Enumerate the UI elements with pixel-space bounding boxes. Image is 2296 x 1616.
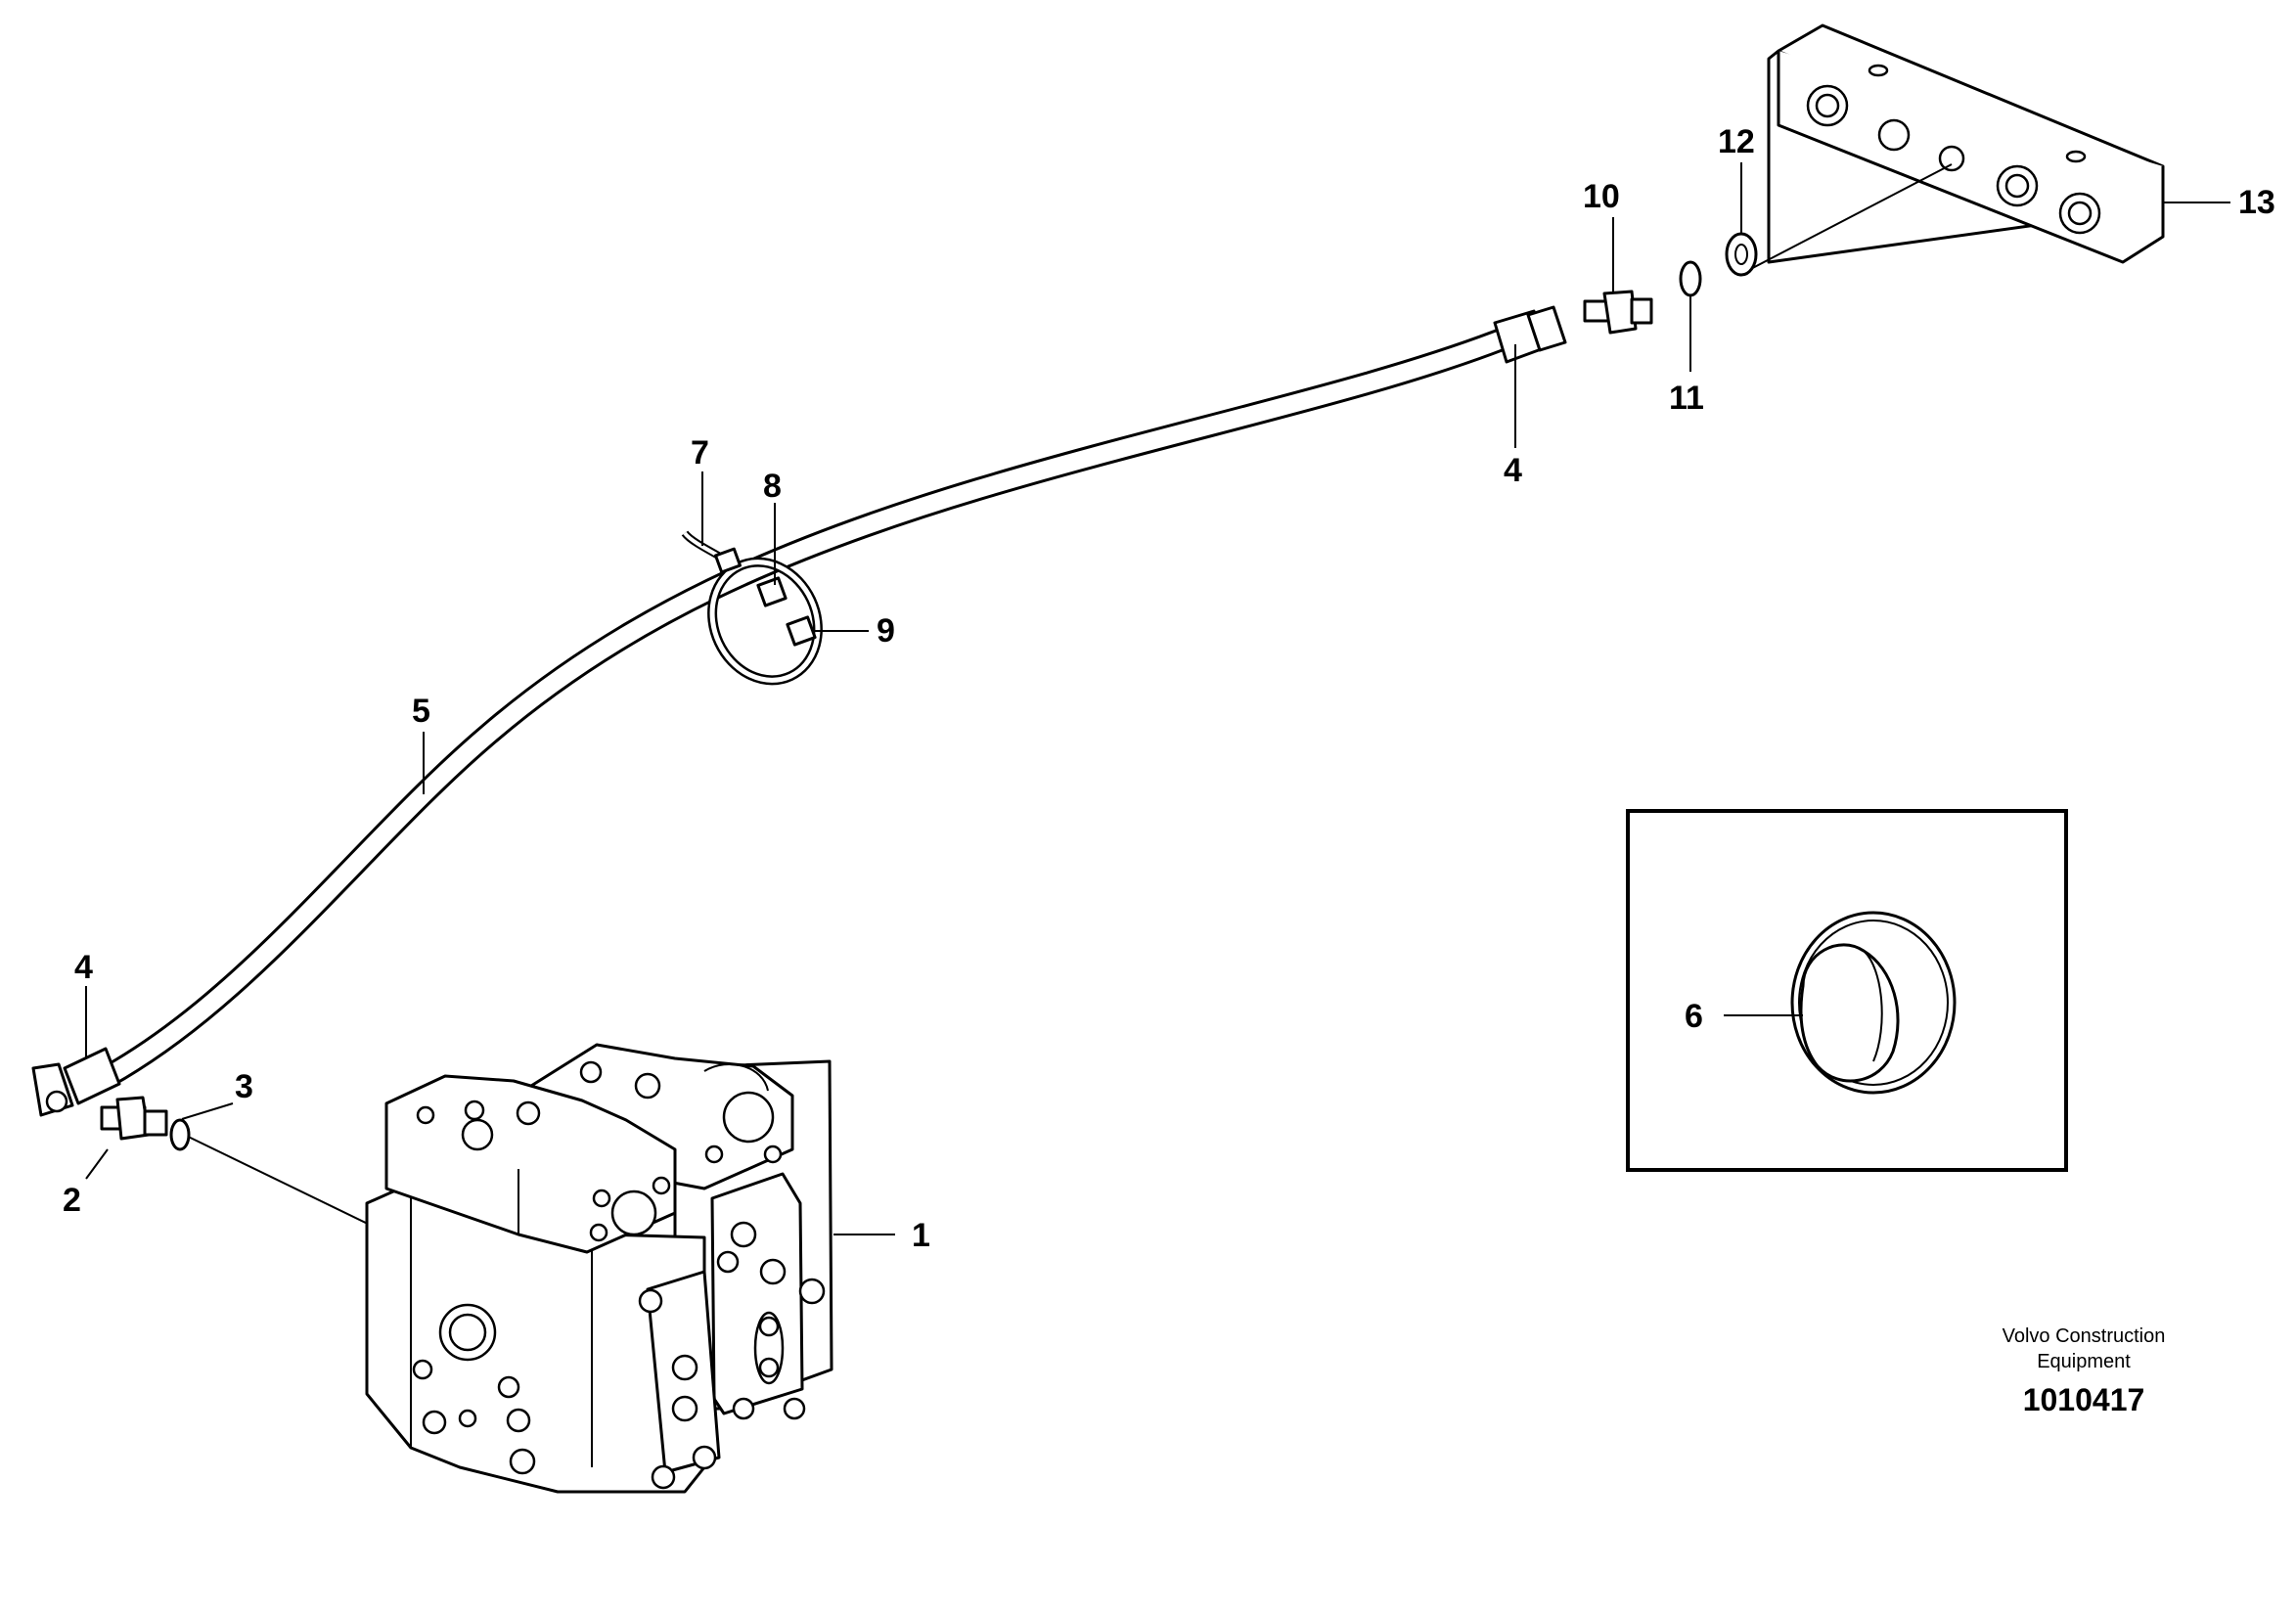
nipple-2 — [100, 1096, 168, 1141]
callout-12: 12 — [1718, 123, 1755, 160]
brand-line-2: Equipment — [2037, 1351, 2131, 1372]
callout-9: 9 — [877, 612, 895, 650]
seal-ring-12 — [1725, 232, 1758, 277]
plug-6 — [1790, 911, 1957, 1095]
callout-6: 6 — [1685, 998, 1703, 1035]
hose-end-fitting-left — [31, 1047, 121, 1117]
callout-7: 7 — [691, 434, 709, 471]
document-number: 1010417 — [2023, 1382, 2145, 1417]
callout-2: 2 — [63, 1182, 81, 1219]
manifold-block — [1767, 23, 2165, 264]
nipple-10 — [1583, 290, 1653, 335]
hose-end-fitting-right — [1493, 305, 1567, 364]
callout-13: 13 — [2238, 184, 2275, 221]
callout-11: 11 — [1669, 380, 1704, 417]
control-valve — [365, 1043, 833, 1494]
callout-3: 3 — [235, 1068, 253, 1105]
callout-4-left: 4 — [74, 949, 93, 986]
callout-8: 8 — [763, 468, 782, 505]
o-ring-3 — [169, 1118, 191, 1151]
callout-5: 5 — [412, 693, 430, 730]
cable-tie — [681, 530, 823, 686]
brand-line-1: Volvo Construction — [2003, 1325, 2166, 1347]
hose — [78, 326, 1518, 1098]
leader-lines — [85, 162, 2230, 1235]
callout-10: 10 — [1583, 178, 1620, 215]
o-ring-11 — [1679, 260, 1702, 297]
callout-4-right: 4 — [1504, 452, 1522, 489]
callout-1: 1 — [912, 1217, 930, 1254]
inset-box — [1626, 809, 2068, 1172]
